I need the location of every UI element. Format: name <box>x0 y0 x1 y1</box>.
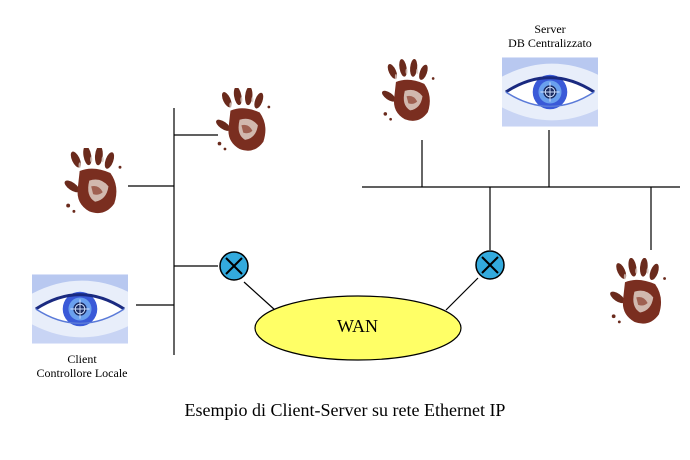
eye-icon <box>502 55 598 129</box>
left-network <box>128 108 276 355</box>
server-label-line2: DB Centralizzato <box>508 36 592 50</box>
right-network <box>362 130 680 311</box>
wan-ellipse <box>254 295 462 361</box>
hand-print-icon <box>608 258 666 324</box>
hand-print-icon <box>380 58 435 121</box>
diagram-caption: Esempio di Client-Server su rete Etherne… <box>184 400 506 420</box>
client-label: Client Controllore Locale <box>20 352 144 380</box>
eye-icon <box>32 272 128 346</box>
hand-print-icon <box>62 148 122 214</box>
hand-print-icon <box>214 88 271 151</box>
wan-label: WAN <box>337 316 378 336</box>
client-label-line1: Client <box>67 352 97 366</box>
right-router-wan-link <box>445 277 479 311</box>
router-cross-icon <box>475 250 505 280</box>
server-label: Server DB Centralizzato <box>500 22 600 50</box>
server-label-line1: Server <box>534 22 566 36</box>
client-label-line2: Controllore Locale <box>36 366 128 380</box>
router-cross-icon <box>219 251 249 281</box>
left-router-wan-link <box>243 281 276 311</box>
